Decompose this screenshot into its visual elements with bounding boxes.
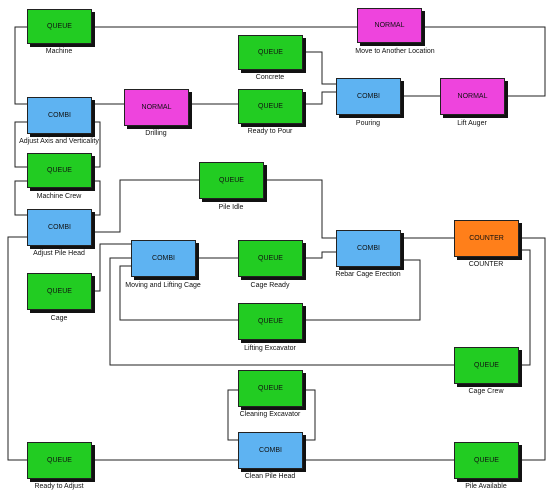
label-cage-ready: Cage Ready xyxy=(250,282,290,289)
node-moving-lifting-cage[interactable]: COMBI xyxy=(131,240,196,277)
connector-line xyxy=(14,121,27,168)
node-ready-to-pour[interactable]: QUEUE xyxy=(238,89,303,124)
connector-line xyxy=(422,26,546,97)
node-cage-ready[interactable]: QUEUE xyxy=(238,240,303,277)
node-lift-auger[interactable]: NORMAL xyxy=(440,78,505,115)
label-rebar-cage-erection: Rebar Cage Erection xyxy=(335,271,401,278)
label-cleaning-excavator: Cleaning Excavator xyxy=(239,411,301,418)
node-type: QUEUE xyxy=(258,385,283,392)
node-adjust-axis[interactable]: COMBI xyxy=(27,97,92,134)
node-type: COMBI xyxy=(357,93,380,100)
connector-line xyxy=(519,237,546,461)
node-type: QUEUE xyxy=(47,167,72,174)
label-pouring: Pouring xyxy=(355,120,381,127)
node-type: NORMAL xyxy=(141,104,172,111)
label-lift-auger: Lift Auger xyxy=(457,120,487,127)
label-cage: Cage xyxy=(50,315,68,322)
connector-line xyxy=(14,180,27,216)
label-cage-crew: Cage Crew xyxy=(468,388,504,395)
node-pouring[interactable]: COMBI xyxy=(336,78,401,115)
node-machine[interactable]: QUEUE xyxy=(27,9,92,44)
node-type: COMBI xyxy=(152,255,175,262)
connector-line xyxy=(264,179,336,239)
node-type: QUEUE xyxy=(47,457,72,464)
node-type: QUEUE xyxy=(258,49,283,56)
label-lifting-excavator: Lifting Excavator xyxy=(244,345,296,352)
node-type: COUNTER xyxy=(469,235,504,242)
label-ready-to-adjust: Ready to Adjust xyxy=(34,483,84,490)
node-type: NORMAL xyxy=(457,93,488,100)
node-pile-idle[interactable]: QUEUE xyxy=(199,162,264,199)
node-type: COMBI xyxy=(259,447,282,454)
connector-line xyxy=(92,180,101,216)
connector-line xyxy=(303,51,336,85)
node-move-location[interactable]: NORMAL xyxy=(357,8,422,43)
label-machine: Machine xyxy=(45,48,73,55)
node-type: QUEUE xyxy=(47,23,72,30)
label-move-location: Move to Another Location xyxy=(355,48,435,55)
node-concrete[interactable]: QUEUE xyxy=(238,35,303,70)
node-ready-to-adjust[interactable]: QUEUE xyxy=(27,442,92,479)
connector-line xyxy=(303,389,316,441)
node-type: QUEUE xyxy=(258,103,283,110)
label-ready-to-pour: Ready to Pour xyxy=(247,128,293,135)
label-clean-pile-head: Clean Pile Head xyxy=(244,473,296,480)
label-adjust-pile-head: Adjust Pile Head xyxy=(33,250,85,257)
node-rebar-cage-erection[interactable]: COMBI xyxy=(336,230,401,267)
node-type: NORMAL xyxy=(374,22,405,29)
label-adjust-axis: Adjust Axis and Verticality xyxy=(19,138,99,145)
node-clean-pile-head[interactable]: COMBI xyxy=(238,432,303,469)
node-type: QUEUE xyxy=(258,318,283,325)
label-pile-idle: Pile Idle xyxy=(218,204,244,211)
node-type: COMBI xyxy=(48,224,71,231)
node-type: COMBI xyxy=(357,245,380,252)
connector-line xyxy=(92,179,199,233)
connector-line xyxy=(14,26,27,105)
node-type: QUEUE xyxy=(474,457,499,464)
label-counter: COUNTER xyxy=(468,261,504,268)
node-cleaning-excavator[interactable]: QUEUE xyxy=(238,370,303,407)
node-cage[interactable]: QUEUE xyxy=(27,273,92,310)
connector-line xyxy=(303,91,336,105)
node-type: QUEUE xyxy=(474,362,499,369)
label-moving-lifting-cage: Moving and Lifting Cage xyxy=(125,282,201,289)
connector-line xyxy=(227,389,238,441)
node-lifting-excavator[interactable]: QUEUE xyxy=(238,303,303,340)
connector-line xyxy=(303,259,421,321)
connector-line xyxy=(303,251,336,259)
label-concrete: Concrete xyxy=(255,74,285,81)
connector-line xyxy=(119,265,238,321)
node-type: COMBI xyxy=(48,112,71,119)
connector-line xyxy=(7,236,27,461)
node-drilling[interactable]: NORMAL xyxy=(124,89,189,126)
label-machine-crew: Machine Crew xyxy=(36,193,82,200)
node-counter[interactable]: COUNTER xyxy=(454,220,519,257)
node-type: QUEUE xyxy=(258,255,283,262)
node-adjust-pile-head[interactable]: COMBI xyxy=(27,209,92,246)
node-cage-crew[interactable]: QUEUE xyxy=(454,347,519,384)
connector-line xyxy=(109,257,454,366)
node-type: QUEUE xyxy=(47,288,72,295)
node-pile-available[interactable]: QUEUE xyxy=(454,442,519,479)
node-machine-crew[interactable]: QUEUE xyxy=(27,153,92,188)
connector-line xyxy=(92,243,131,292)
label-pile-available: Pile Available xyxy=(465,483,507,490)
connector-line xyxy=(92,121,101,168)
node-type: QUEUE xyxy=(219,177,244,184)
connector-line xyxy=(519,249,531,366)
label-drilling: Drilling xyxy=(145,130,167,137)
